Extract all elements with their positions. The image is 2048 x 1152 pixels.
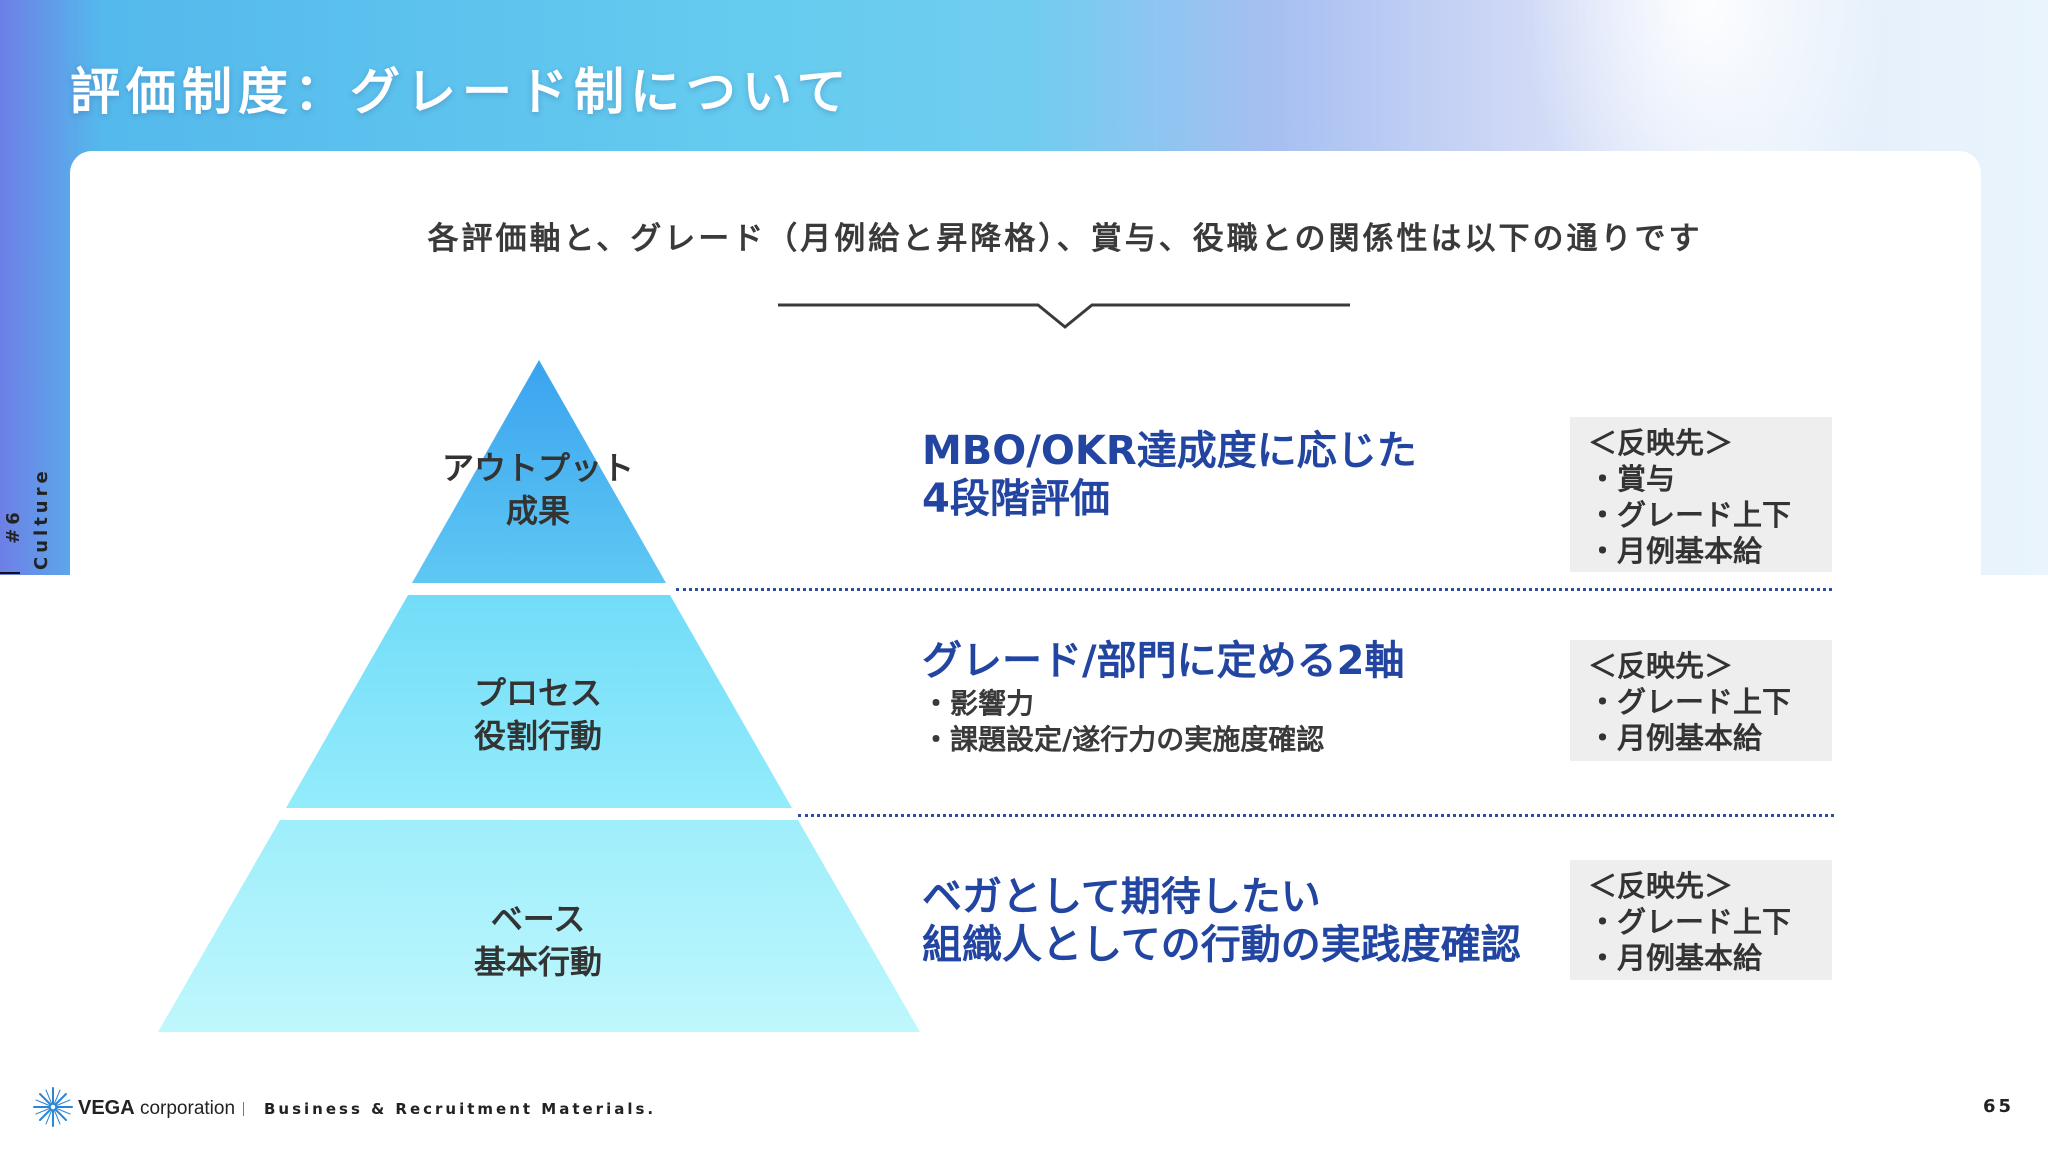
tier-divider-bottom — [798, 814, 1834, 817]
footer-brand: VEGA corporation — [78, 1097, 235, 1120]
side-tick-mark — [0, 572, 20, 574]
tier-output-title-line2: 4段階評価 — [922, 476, 1110, 522]
slide-subtitle: 各評価軸と、グレード（月例給と昇降格）、賞与、役職との関係性は以下の通りです — [427, 221, 1703, 257]
tier-process-title: グレード/部門に定める2軸 — [922, 638, 1405, 684]
vega-star-logo-icon — [33, 1087, 73, 1127]
tier-label-process-line1: プロセス — [473, 674, 602, 712]
tier-process-bullet: ・影響力 — [922, 687, 1035, 720]
reflect-heading: ＜反映先＞ — [1588, 869, 1734, 903]
tier-output-description: MBO/OKR達成度に応じた 4段階評価 — [922, 427, 1417, 523]
reflect-item: ・月例基本給 — [1588, 534, 1763, 568]
tier-process-bullet: ・課題設定/遂行力の実施度確認 — [922, 723, 1325, 756]
tier-divider-top — [676, 588, 1832, 591]
tier-base-description: ベガとして期待したい 組織人としての行動の実践度確認 — [922, 873, 1521, 969]
reflect-item: ・月例基本給 — [1588, 721, 1763, 755]
footer-brand-name: VEGA — [78, 1097, 135, 1119]
tier-label-base-line2: 基本行動 — [473, 943, 602, 981]
reflect-item: ・グレード上下 — [1588, 905, 1792, 939]
tier-label-output-line1: アウトプット — [441, 449, 634, 487]
pyramid-tier-base — [158, 820, 920, 1032]
reflect-heading: ＜反映先＞ — [1588, 649, 1734, 683]
pyramid-tier-output — [412, 360, 666, 583]
tier-label-output: アウトプット 成果 — [388, 447, 688, 533]
reflect-item: ・賞与 — [1588, 462, 1676, 496]
tier-label-process: プロセス 役割行動 — [388, 672, 688, 758]
footer-brand-suffix: corporation — [134, 1098, 236, 1119]
tier-label-process-line2: 役割行動 — [473, 717, 602, 755]
tier-base-title-line1: ベガとして期待したい — [922, 874, 1321, 920]
tier-label-base-line1: ベース — [490, 900, 586, 938]
tier-process-bullets: ・影響力 ・課題設定/遂行力の実施度確認 — [922, 686, 1324, 758]
tier-label-output-line2: 成果 — [505, 492, 570, 530]
reflect-item: ・グレード上下 — [1588, 685, 1792, 719]
page-number: 65 — [1983, 1096, 2015, 1117]
reflect-heading: ＜反映先＞ — [1588, 426, 1734, 460]
page-title: 評価制度：グレード制について — [70, 63, 853, 121]
reflect-item: ・月例基本給 — [1588, 941, 1763, 975]
chevron-divider-icon — [778, 303, 1350, 329]
reflect-box-process: ＜反映先＞ ・グレード上下 ・月例基本給 — [1570, 640, 1832, 761]
tier-base-title-line2: 組織人としての行動の実践度確認 — [922, 922, 1521, 968]
tier-label-base: ベース 基本行動 — [388, 898, 688, 984]
footer-tagline: Business & Recruitment Materials. — [264, 1100, 657, 1118]
tier-output-title-line1: MBO/OKR達成度に応じた — [922, 428, 1417, 474]
reflect-box-base: ＜反映先＞ ・グレード上下 ・月例基本給 — [1570, 860, 1832, 980]
reflect-item: ・グレード上下 — [1588, 498, 1792, 532]
reflect-box-output: ＜反映先＞ ・賞与 ・グレード上下 ・月例基本給 — [1570, 417, 1832, 572]
pyramid-tier-process — [286, 595, 792, 808]
footer-separator — [243, 1102, 244, 1116]
